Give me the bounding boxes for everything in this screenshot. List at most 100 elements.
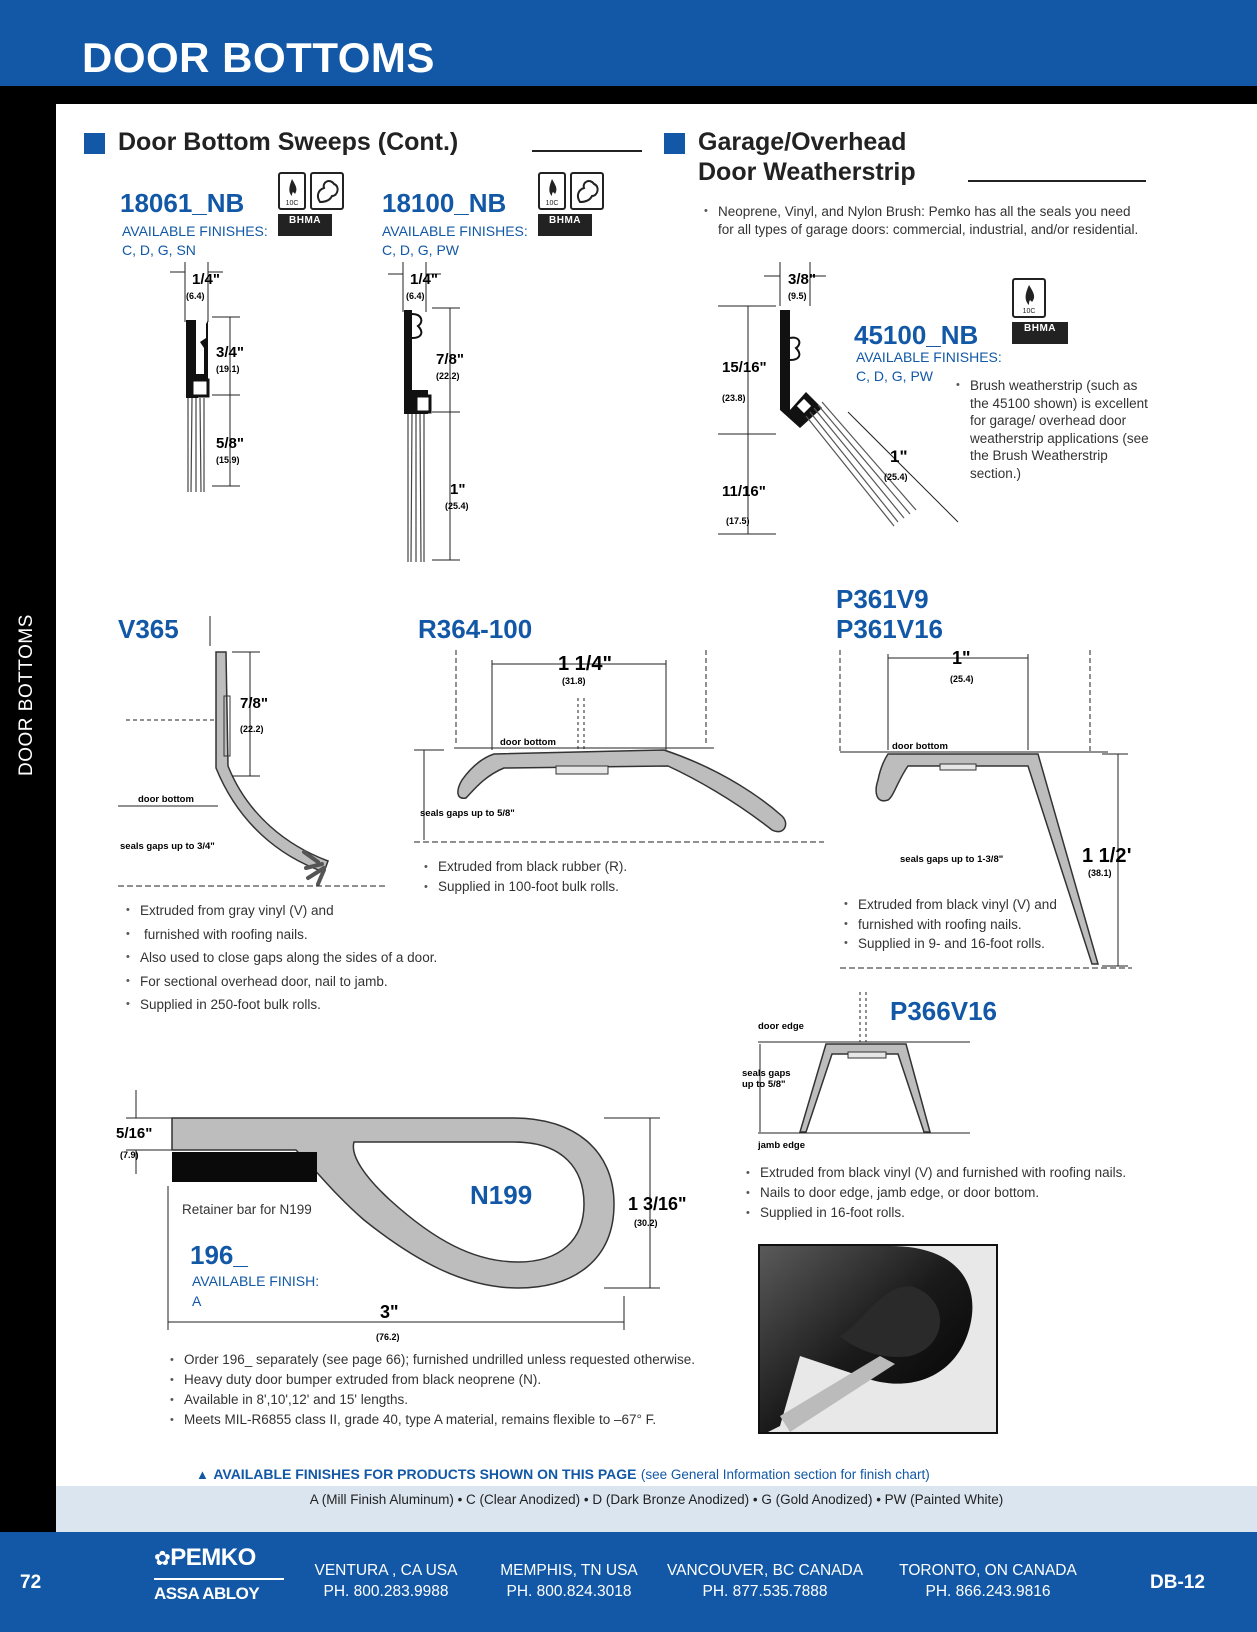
svg-text:15/16": 15/16" [722, 359, 767, 376]
list-item: Also used to close gaps along the sides … [122, 946, 472, 970]
finishes-ref: (see General Information section for fin… [640, 1467, 930, 1482]
p45100-note-list: Brush weatherstrip (such as the 45100 sh… [952, 377, 1152, 482]
finishes-value: C, D, G, SN [122, 242, 196, 258]
svg-text:3/8": 3/8" [788, 271, 816, 288]
svg-text:10C: 10C [546, 200, 559, 207]
finishes-bar: A (Mill Finish Aluminum) • C (Clear Anod… [56, 1486, 1257, 1532]
svg-text:(15.9): (15.9) [216, 455, 240, 465]
diagram-18100: 1/4" (6.4) 7/8" (22.2) 1" (25.4) [388, 262, 469, 563]
list-item: Supplied in 9- and 16-foot rolls. [840, 934, 1080, 954]
diagram-v365: 7/8" (22.2) door bottom seals gaps up to… [118, 616, 388, 887]
list-item: For sectional overhead door, nail to jam… [122, 970, 472, 994]
list-item: furnished with roofing nails. [122, 923, 472, 947]
header-rule [0, 86, 1257, 104]
fire-rating-badge: 10C [1012, 278, 1046, 318]
section-title-garage-1: Garage/Overhead [698, 128, 907, 156]
list-item: Extruded from black rubber (R). [420, 857, 750, 877]
svg-text:1": 1" [890, 447, 908, 466]
svg-text:(25.4): (25.4) [445, 501, 469, 511]
svg-text:1": 1" [952, 648, 971, 668]
svg-text:up to 5/8": up to 5/8" [742, 1079, 786, 1090]
diagram-18061: 1/4" (6.4) 3/4" (19.1) 5/8" (15.9) [170, 262, 244, 493]
svg-text:1": 1" [450, 481, 465, 498]
svg-text:seals gaps: seals gaps [742, 1068, 791, 1079]
diagram-p366: door edge seals gaps up to 5/8" jamb edg… [742, 992, 970, 1151]
list-item: Extruded from black vinyl (V) and furnis… [742, 1163, 1162, 1183]
svg-text:(17.5): (17.5) [726, 516, 750, 526]
svg-text:(22.2): (22.2) [436, 371, 460, 381]
product-p361v16: P361V16 [836, 614, 943, 644]
svg-text:11/16": 11/16" [722, 483, 766, 500]
smoke-icon [316, 180, 339, 204]
garage-intro: Neoprene, Vinyl, and Nylon Brush: Pemko … [700, 203, 1140, 238]
product-45100: 45100_NB [854, 320, 979, 350]
svg-text:(19.1): (19.1) [216, 364, 240, 374]
svg-text:(22.2): (22.2) [240, 724, 264, 734]
svg-text:(30.2): (30.2) [634, 1218, 658, 1228]
finishes-label: AVAILABLE FINISHES: [856, 349, 1002, 365]
svg-text:3": 3" [380, 1302, 399, 1322]
svg-text:1 1/4": 1 1/4" [558, 653, 612, 675]
bumper-photo-icon [760, 1246, 973, 1432]
section-title-garage-2: Door Weatherstrip [698, 158, 916, 186]
diagram-r364: 1 1/4" (31.8) door bottom seals gaps up … [414, 650, 824, 843]
svg-text:(38.1): (38.1) [1088, 868, 1112, 878]
product-v365: V365 [118, 614, 179, 644]
finishes-value: C, D, G, PW [856, 368, 933, 384]
svg-text:(6.4): (6.4) [186, 291, 205, 301]
svg-text:3/4": 3/4" [216, 344, 244, 361]
svg-text:door bottom: door bottom [500, 737, 556, 748]
svg-text:(23.8): (23.8) [722, 393, 746, 403]
retainer-label: Retainer bar for N199 [182, 1202, 312, 1217]
triangle-icon: ▲ [196, 1467, 209, 1482]
smoke-rating-badge [310, 172, 344, 210]
sidebar-label: DOOR BOTTOMS [16, 614, 37, 776]
svg-text:(25.4): (25.4) [884, 472, 908, 482]
list-item: Extruded from gray vinyl (V) and [122, 899, 472, 923]
product-p366: P366V16 [890, 996, 997, 1026]
svg-text:7/8": 7/8" [436, 351, 464, 368]
list-item: Order 196_ separately (see page 66); fur… [166, 1350, 756, 1370]
svg-text:10C: 10C [286, 200, 299, 207]
list-item: Supplied in 250-foot bulk rolls. [122, 993, 472, 1017]
bhma-certified-badge: BHMA [538, 214, 592, 236]
diagram-45100: 3/8" (9.5) 15/16" (23.8) 11/16" (17.5) 1… [718, 262, 959, 535]
section-title-sweeps: Door Bottom Sweeps (Cont.) [118, 128, 459, 156]
svg-text:5/8": 5/8" [216, 435, 244, 452]
svg-text:(7.9): (7.9) [120, 1150, 139, 1160]
assa-abloy-wordmark: ASSA ABLOY [154, 1584, 260, 1603]
product-196: 196_ [190, 1240, 248, 1270]
p366-bullets: Extruded from black vinyl (V) and furnis… [742, 1163, 1162, 1223]
list-item: Meets MIL-R6855 class II, grade 40, type… [166, 1410, 756, 1430]
finishes-label: AVAILABLE FINISHES: [122, 223, 268, 239]
finishes-heading: AVAILABLE FINISHES FOR PRODUCTS SHOWN ON… [213, 1466, 637, 1482]
fire-rating-badge: 10C [278, 172, 306, 210]
svg-text:seals gaps up to 1-3/8": seals gaps up to 1-3/8" [900, 854, 1003, 865]
logo-rule [154, 1578, 284, 1580]
svg-text:1/4": 1/4" [410, 271, 438, 288]
section-marker [664, 133, 685, 154]
section-rule [968, 180, 1146, 182]
pemko-mark-icon: ✿ [154, 1548, 171, 1570]
svg-text:(76.2): (76.2) [376, 1332, 400, 1342]
list-item: furnished with roofing nails. [840, 915, 1080, 935]
finishes-heading-row: ▲ AVAILABLE FINISHES FOR PRODUCTS SHOWN … [196, 1466, 930, 1484]
v365-bullets: Extruded from gray vinyl (V) and furnish… [122, 899, 472, 1017]
finishes-label: AVAILABLE FINISH: [192, 1273, 320, 1289]
product-r364: R364-100 [418, 614, 533, 644]
flame-icon: 10C [1023, 285, 1035, 315]
fire-rating-badge: 10C [538, 172, 566, 210]
bhma-certified-badge: BHMA [1012, 322, 1068, 344]
p361-bullets: Extruded from black vinyl (V) and furnis… [840, 895, 1080, 954]
svg-text:door bottom: door bottom [138, 794, 194, 805]
bhma-certified-badge: BHMA [278, 214, 332, 236]
finishes-list: A (Mill Finish Aluminum) • C (Clear Anod… [309, 1492, 1004, 1507]
list-item: Heavy duty door bumper extruded from bla… [166, 1370, 756, 1390]
diagram-n199: 5/16" (7.9) 3" (76.2) 1 3/16" (30.2) [116, 1090, 687, 1342]
svg-text:(31.8): (31.8) [562, 676, 586, 686]
svg-text:5/16": 5/16" [116, 1125, 152, 1142]
svg-text:seals gaps up to 3/4": seals gaps up to 3/4" [120, 841, 215, 852]
